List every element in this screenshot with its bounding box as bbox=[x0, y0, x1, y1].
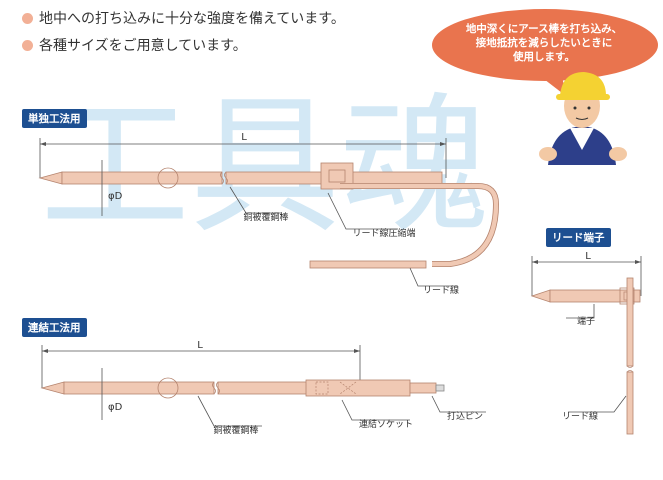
single-dim-L: L bbox=[241, 132, 247, 143]
terminal-callout-lead: リード線 bbox=[562, 410, 598, 422]
single-callout-crimp: リード線圧縮端 bbox=[352, 227, 415, 239]
bullet-strength-text: 地中への打ち込みに十分な強度を備えています。 bbox=[39, 11, 345, 27]
bullet-dot-icon bbox=[22, 12, 33, 24]
speech-bubble-text: 地中深くにアース棒を打ち込み、 接地抵抗を減らしたいときに 使用します。 bbox=[444, 22, 644, 64]
bullet-sizes: 各種サイズをご用意しています。 bbox=[22, 35, 247, 55]
single-callout-rod: 銅被覆鋼棒 bbox=[243, 211, 288, 223]
bubble-line-3: 使用します。 bbox=[513, 51, 575, 63]
bullet-sizes-text: 各種サイズをご用意しています。 bbox=[39, 38, 247, 54]
bullet-strength: 地中への打ち込みに十分な強度を備えています。 bbox=[22, 8, 345, 28]
joint-callout-socket: 連結ソケット bbox=[359, 418, 413, 430]
joint-dim-L: L bbox=[197, 340, 203, 351]
watermark-text: 工具魂 bbox=[40, 80, 490, 254]
terminal-dim-L: L bbox=[585, 251, 591, 262]
lead-terminal-diagram: L 端子 リード線 bbox=[530, 251, 642, 435]
single-dim-D: φD bbox=[108, 191, 123, 202]
lead-terminal-label: リード端子 bbox=[546, 228, 611, 247]
joint-callout-pin: 打込ピン bbox=[447, 410, 483, 422]
terminal-callout-terminal: 端子 bbox=[577, 315, 595, 327]
speech-bubble bbox=[432, 9, 658, 96]
bubble-line-1: 地中深くにアース棒を打ち込み、 bbox=[465, 23, 623, 35]
joint-method-diagram: L φD 銅被覆鋼棒 連結ソケット 打込ピン bbox=[40, 340, 486, 436]
single-method-label: 単独工法用 bbox=[22, 109, 87, 128]
single-callout-lead: リード線 bbox=[423, 284, 459, 296]
bullet-dot-icon bbox=[22, 39, 33, 51]
worker-illustration-icon bbox=[539, 72, 627, 165]
joint-callout-rod: 銅被覆鋼棒 bbox=[213, 424, 258, 436]
joint-method-label: 連結工法用 bbox=[22, 318, 87, 337]
bubble-line-2: 接地抵抗を減らしたいときに bbox=[475, 37, 613, 49]
joint-dim-D: φD bbox=[108, 402, 123, 413]
single-method-diagram: L φD 銅被覆鋼棒 リード線圧縮端 リード線 bbox=[38, 132, 500, 296]
